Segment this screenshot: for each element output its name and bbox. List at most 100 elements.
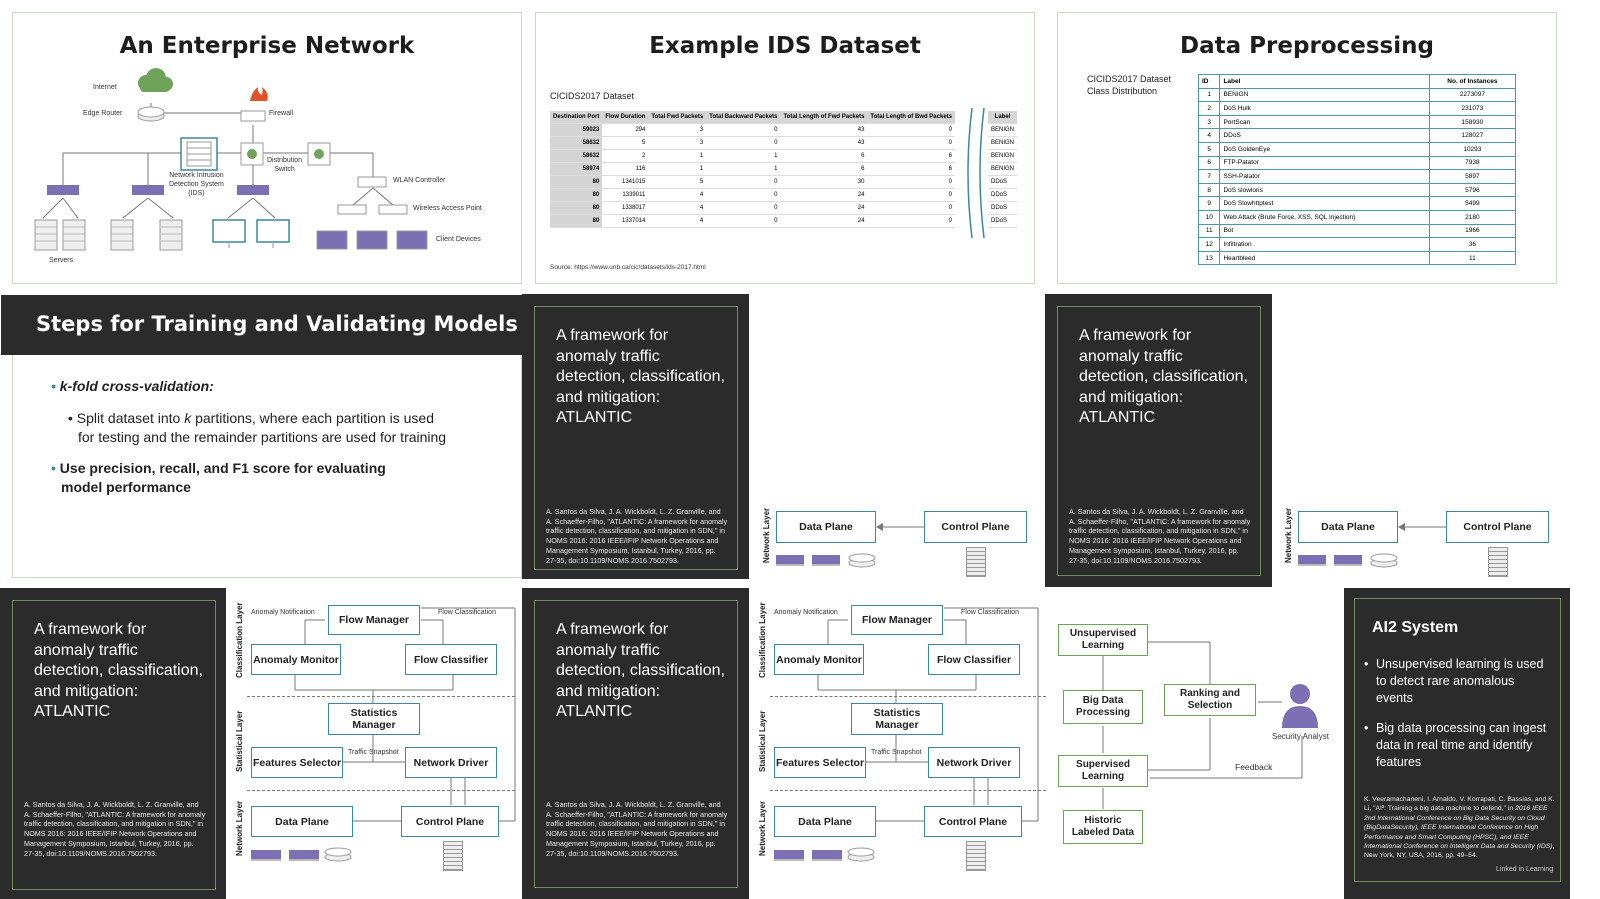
framework-panel-a[interactable]: A framework for anomaly traffic detectio… xyxy=(522,294,749,579)
table-cell: FTP-Patator xyxy=(1219,155,1430,171)
network-layer-label: Network Layer xyxy=(758,800,767,856)
ids-col-header: Destination Port xyxy=(550,111,603,124)
atlantic-diagram-b: Classification Layer Statistical Layer N… xyxy=(756,598,1046,878)
ai2-citation: K. Veeramachaneni, I. Arnaldo, V. Korrap… xyxy=(1364,796,1555,860)
supervised-learning-box: Supervised Learning xyxy=(1058,755,1148,787)
planes-diagram-b: Network Layer Data Plane Control Plane xyxy=(1282,505,1572,585)
table-row: BENIGN xyxy=(988,162,1018,176)
table-cell: 0 xyxy=(706,188,781,202)
unsupervised-learning-box: Unsupervised Learning xyxy=(1058,624,1148,656)
table-cell: 6 xyxy=(867,149,955,163)
table-cell: 11 xyxy=(1197,223,1221,239)
control-plane-box: Control Plane xyxy=(1446,511,1549,543)
slide-training-steps[interactable]: Steps for Training and Validating Models… xyxy=(1,295,523,578)
table-row: DDoS xyxy=(988,188,1018,202)
table-cell: 128027 xyxy=(1428,128,1517,143)
table-cell: 10293 xyxy=(1428,141,1517,157)
table-cell: BENIGN xyxy=(988,149,1018,163)
slide-ids-dataset[interactable]: Example IDS Dataset CICIDS2017 Dataset D… xyxy=(535,12,1035,284)
table-row: BENIGN xyxy=(988,136,1018,150)
metrics-text-b: model performance xyxy=(61,479,191,495)
ai2-title: AI2 System xyxy=(1372,619,1459,636)
table-cell: SSH-Patator xyxy=(1219,169,1430,184)
table-row: BENIGN xyxy=(988,123,1018,137)
table-cell: 6 xyxy=(780,162,868,176)
anomaly-notification-label: Anomaly Notification xyxy=(774,609,838,616)
atlantic-diagram-a: Classification Layer Statistical Layer N… xyxy=(233,598,523,878)
control-plane-box: Control Plane xyxy=(401,806,499,837)
table-cell: 0 xyxy=(867,136,955,150)
router-icon xyxy=(137,106,165,122)
atlantic-connectors xyxy=(294,607,516,822)
flow-classifier-box: Flow Classifier xyxy=(928,644,1020,675)
table-cell: 6 xyxy=(867,162,955,176)
slide-title: An Enterprise Network xyxy=(119,33,415,59)
table-row: DDoS xyxy=(988,175,1018,189)
table-cell: DoS GoldenEye xyxy=(1219,141,1430,157)
framework-panel-d[interactable]: A framework for anomaly traffic detectio… xyxy=(522,588,749,899)
bullet-metrics: • Use precision, recall, and F1 score fo… xyxy=(51,459,386,497)
data-plane-box: Data Plane xyxy=(774,806,876,837)
class-dist-caption: CICIDS2017 Dataset Class Distribution xyxy=(1087,74,1172,96)
table-cell: 5499 xyxy=(1428,196,1517,211)
anomaly-monitor-box: Anomaly Monitor xyxy=(774,644,864,675)
framework-panel-b[interactable]: A framework for anomaly traffic detectio… xyxy=(1045,294,1272,587)
slide-enterprise-network[interactable]: An Enterprise Network xyxy=(12,12,522,284)
data-plane-box: Data Plane xyxy=(776,511,876,543)
table-cell: 10 xyxy=(1197,209,1221,225)
ai2-panel[interactable]: AI2 System •Unsupervised learning is use… xyxy=(1344,588,1570,899)
label-switch: Distribution Switch xyxy=(267,157,303,173)
label-header: Label xyxy=(988,111,1018,124)
table-break-icon xyxy=(967,107,985,239)
table-cell: 5897 xyxy=(1428,169,1517,184)
table-cell: 5 xyxy=(1197,141,1221,157)
network-layer-label: Network Layer xyxy=(235,800,244,856)
framework-citation: A. Santos da Silva, J. A. Wickboldt, L. … xyxy=(1069,507,1251,565)
table-cell: DDoS xyxy=(988,214,1018,228)
table-cell: Bot xyxy=(1219,223,1430,239)
flow-classifier-box: Flow Classifier xyxy=(405,644,497,675)
slide-title: Steps for Training and Validating Models xyxy=(36,312,518,336)
framework-citation: A. Santos da Silva, J. A. Wickboldt, L. … xyxy=(546,507,728,565)
table-cell: 1966 xyxy=(1428,223,1517,239)
table-cell: 9 xyxy=(1197,196,1221,211)
features-selector-box: Features Selector xyxy=(251,747,343,778)
dataset-subtitle: CICIDS2017 Dataset xyxy=(550,91,635,101)
table-cell: BENIGN xyxy=(1219,87,1430,103)
title-bar: Steps for Training and Validating Models xyxy=(1,295,523,355)
flow-manager-box: Flow Manager xyxy=(851,605,943,635)
slide-data-preprocessing[interactable]: Data Preprocessing CICIDS2017 Dataset Cl… xyxy=(1057,12,1557,284)
table-cell: 0 xyxy=(867,201,955,215)
table-cell: 4 xyxy=(1197,128,1221,143)
table-cell: 12 xyxy=(1197,237,1221,252)
classification-layer-label: Classification Layer xyxy=(758,602,767,678)
bullet-kfold-text: k-fold cross-validation: xyxy=(59,378,214,394)
table-cell: 7 xyxy=(1197,169,1221,184)
ids-col-header: Flow Duration xyxy=(602,111,649,124)
network-layer-label: Network Layer xyxy=(1284,507,1293,563)
class-col-header: Label xyxy=(1219,74,1430,89)
table-cell: 3 xyxy=(1197,114,1221,130)
framework-panel-c[interactable]: A framework for anomaly traffic detectio… xyxy=(0,588,226,899)
ids-icon xyxy=(180,137,218,171)
table-cell: 3 xyxy=(648,123,707,137)
traffic-snapshot-label: Traffic Snapshot xyxy=(348,749,399,756)
server-icon xyxy=(34,219,183,251)
table-cell: PortScan xyxy=(1219,114,1430,130)
table-cell: 2273097 xyxy=(1428,87,1517,103)
ranking-selection-box: Ranking and Selection xyxy=(1164,684,1256,716)
framework-citation: A. Santos da Silva, J. A. Wickboldt, L. … xyxy=(546,800,728,858)
classification-layer-label: Classification Layer xyxy=(235,602,244,678)
bullet-dot: • xyxy=(51,378,56,394)
